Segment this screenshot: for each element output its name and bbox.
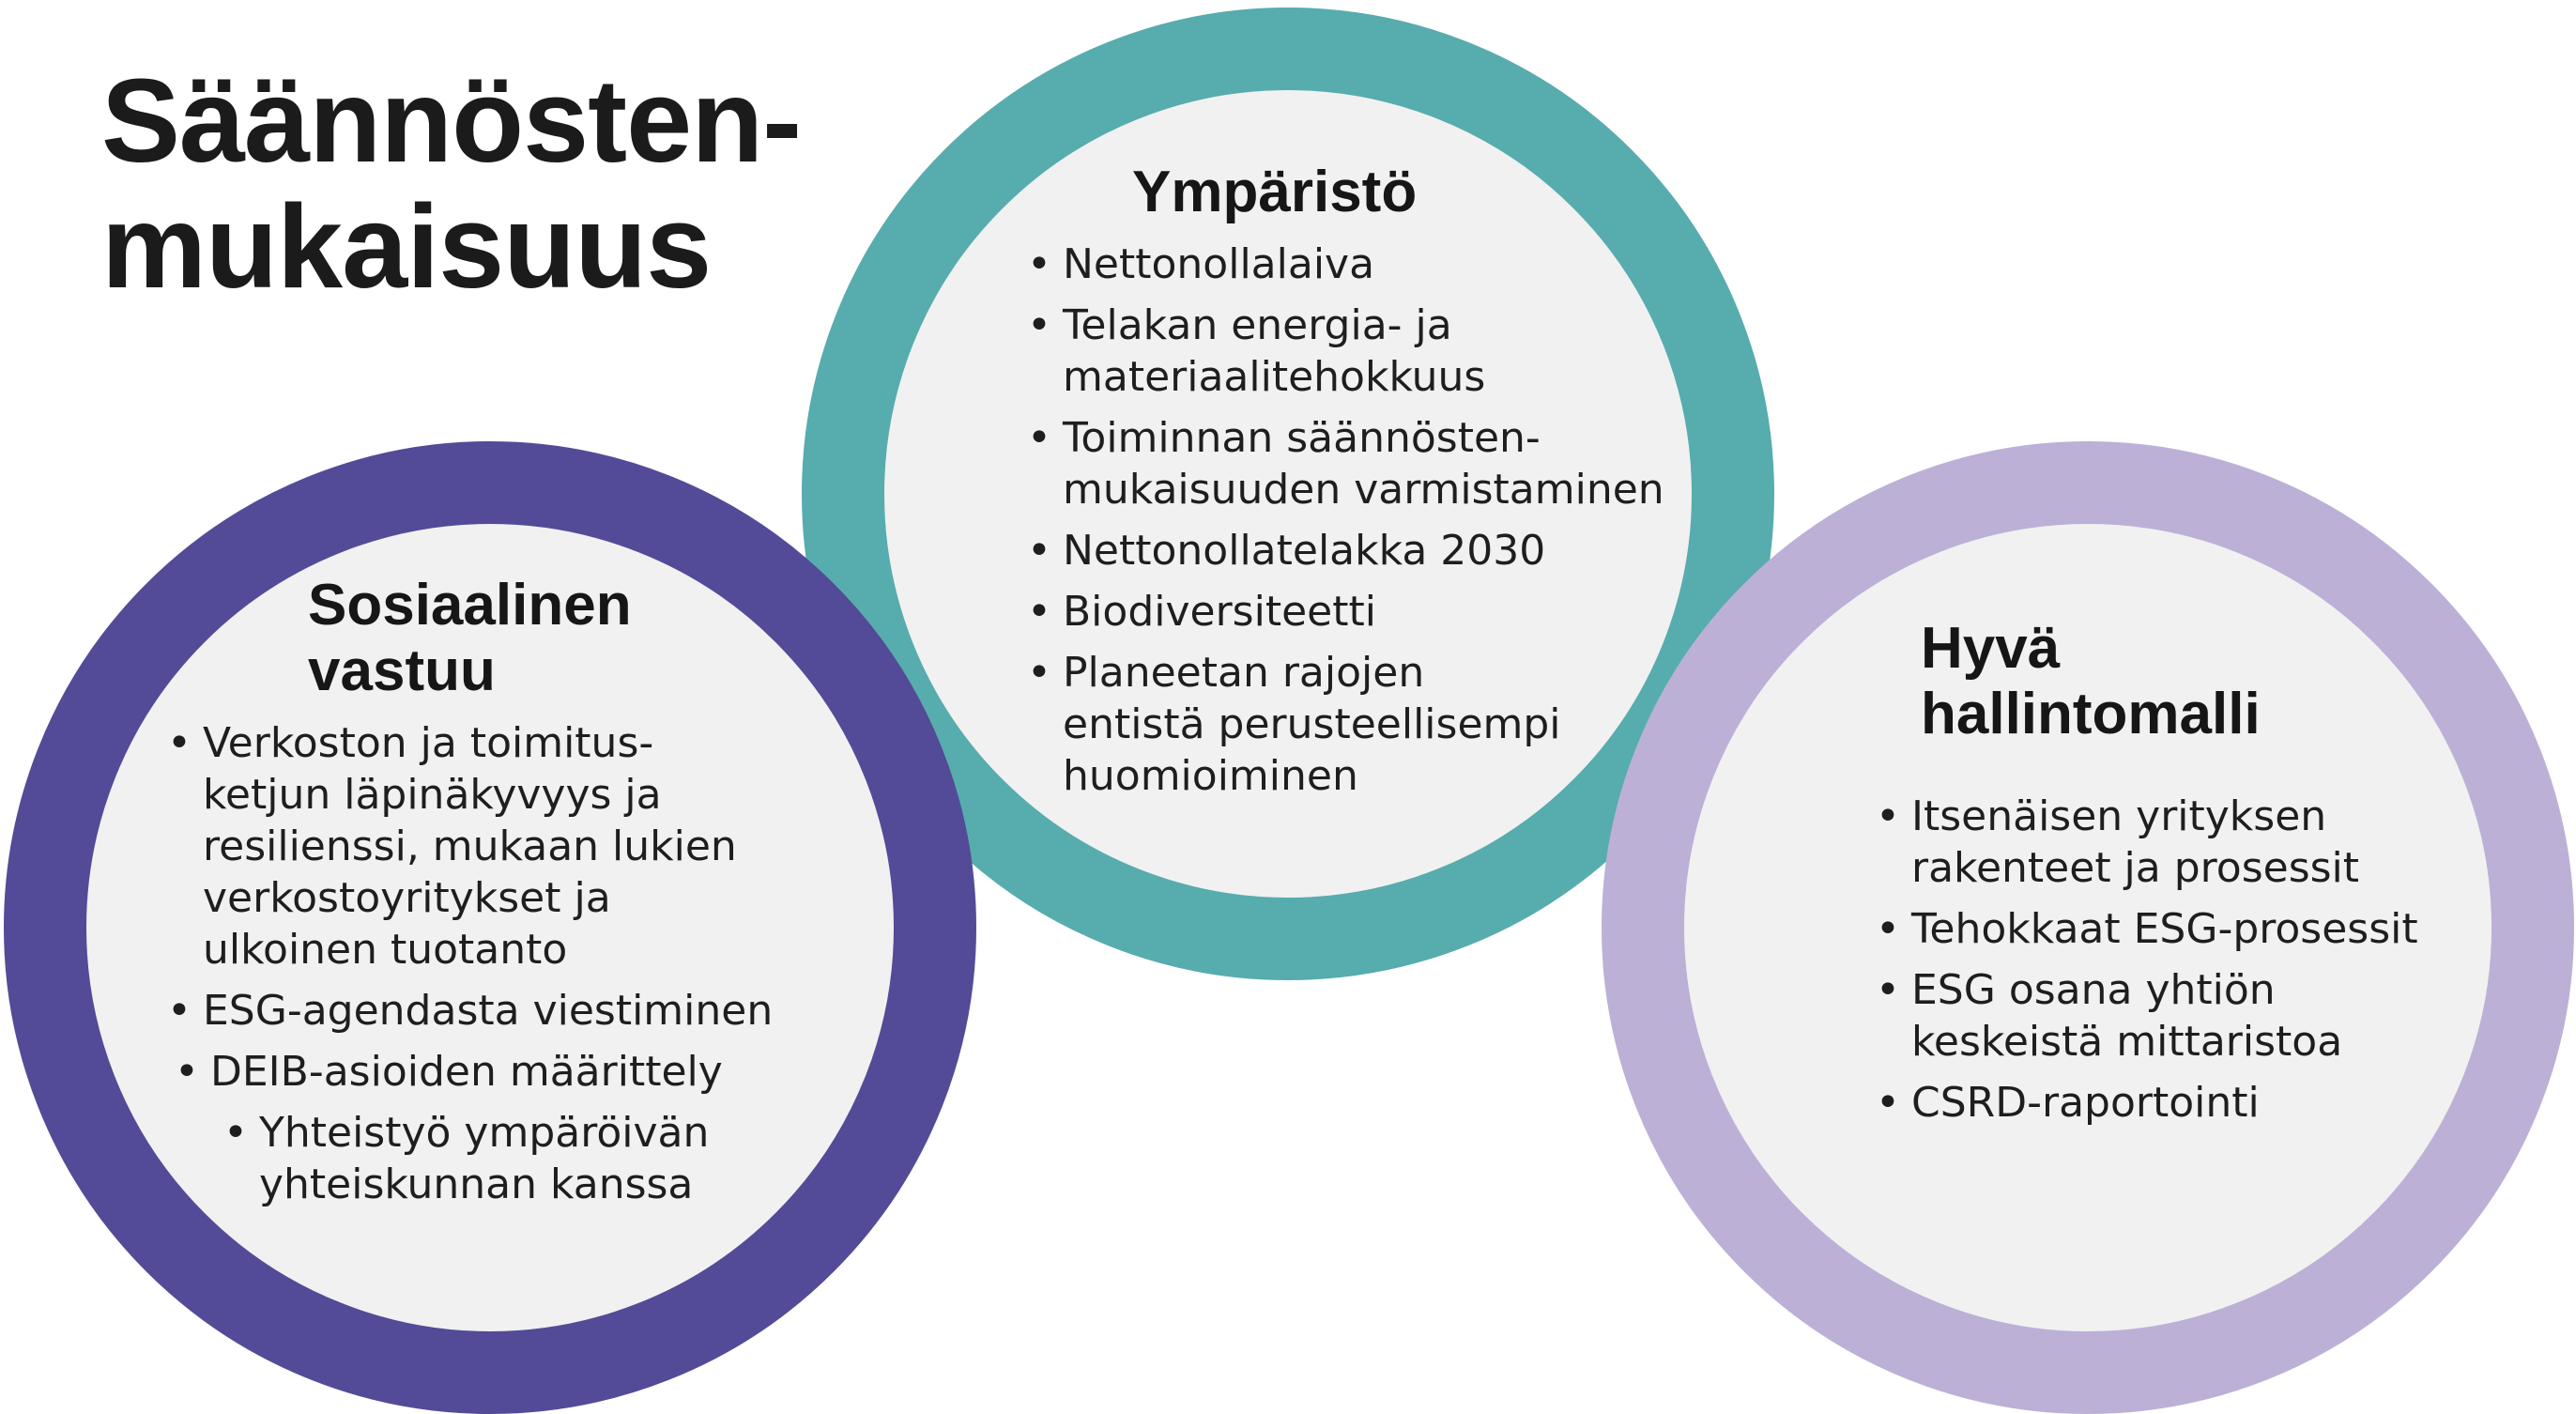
- list-item-line: Yhteistyö ympäröivän: [259, 1109, 710, 1157]
- list-item-line: ketjun läpinäkyvyys ja: [203, 771, 662, 819]
- list-item-line: rakenteet ja prosessit: [1911, 844, 2360, 892]
- governance-list: Itsenäisen yrityksen rakenteet ja proses…: [1876, 791, 2418, 1129]
- list-item-line: Nettonollatelakka 2030: [1063, 527, 1546, 575]
- list-item: CSRD-raportointi: [1876, 1077, 2418, 1129]
- environment-list: Nettonollalaiva Telakan energia- ja mate…: [1027, 238, 1664, 802]
- social-heading-line-2: vastuu: [308, 638, 496, 703]
- list-item: Toiminnan säännösten- mukaisuuden varmis…: [1027, 412, 1664, 515]
- list-item-line: Nettonollalaiva: [1063, 240, 1375, 288]
- list-item-line: yhteiskunnan kanssa: [259, 1160, 694, 1208]
- list-item-line: ulkoinen tuotanto: [203, 926, 568, 974]
- list-item-line: ESG-agendasta viestiminen: [203, 987, 774, 1035]
- governance-heading: Hyvä hallintomalli: [1921, 616, 2418, 747]
- social-section: Sosiaalinen vastuu Verkoston ja toimitus…: [167, 573, 773, 1220]
- title-line-2: mukaisuus: [101, 180, 712, 313]
- list-item-line: keskeistä mittaristoa: [1911, 1018, 2343, 1066]
- list-item-line: materiaalitehokkuus: [1063, 353, 1486, 401]
- list-item-line: Biodiversiteetti: [1063, 588, 1376, 636]
- list-item: Nettonollalaiva: [1027, 238, 1664, 290]
- list-item-line: Toiminnan säännösten-: [1063, 414, 1541, 462]
- list-item-line: Verkoston ja toimitus-: [203, 719, 654, 767]
- list-item-line: DEIB-asioiden määrittely: [210, 1048, 723, 1096]
- social-heading-line-1: Sosiaalinen: [308, 573, 632, 638]
- list-item-line: entistä perusteellisempi: [1063, 700, 1561, 748]
- list-item: Itsenäisen yrityksen rakenteet ja proses…: [1876, 791, 2418, 894]
- governance-section: Hyvä hallintomalli Itsenäisen yrityksen …: [1876, 616, 2418, 1138]
- title-line-1: Säännösten-: [101, 54, 802, 187]
- list-item: Planeetan rajojen entistä perusteellisem…: [1027, 647, 1664, 802]
- list-item: Telakan energia- ja materiaalitehokkuus: [1027, 300, 1664, 403]
- environment-section: Ympäristö Nettonollalaiva Telakan energi…: [1027, 160, 1664, 811]
- social-heading: Sosiaalinen vastuu: [308, 573, 773, 704]
- page-title: Säännösten- mukaisuus: [101, 54, 802, 313]
- list-item: DEIB-asioiden määrittely: [175, 1046, 773, 1098]
- list-item-line: ESG osana yhtiön: [1911, 966, 2276, 1014]
- list-item-line: Itsenäisen yrityksen: [1911, 792, 2327, 840]
- list-item-line: Planeetan rajojen: [1063, 649, 1425, 697]
- list-item-line: Tehokkaat ESG-prosessit: [1911, 905, 2418, 953]
- governance-heading-line-2: hallintomalli: [1921, 682, 2261, 746]
- list-item-line: huomioiminen: [1063, 752, 1358, 800]
- list-item-line: verkostoyritykset ja: [203, 874, 611, 922]
- governance-heading-line-1: Hyvä: [1921, 616, 2061, 681]
- list-item: Nettonollatelakka 2030: [1027, 525, 1664, 576]
- social-list: Verkoston ja toimitus- ketjun läpinäkyvy…: [167, 717, 773, 1210]
- list-item-line: CSRD-raportointi: [1911, 1079, 2260, 1127]
- list-item-line: Telakan energia- ja: [1063, 301, 1452, 349]
- list-item: Biodiversiteetti: [1027, 586, 1664, 638]
- list-item: Tehokkaat ESG-prosessit: [1876, 903, 2418, 955]
- environment-heading: Ympäristö: [1132, 160, 1418, 224]
- list-item: Yhteistyö ympäröivän yhteiskunnan kanssa: [223, 1107, 773, 1210]
- list-item: ESG osana yhtiön keskeistä mittaristoa: [1876, 964, 2418, 1068]
- list-item: Verkoston ja toimitus- ketjun läpinäkyvy…: [167, 717, 773, 976]
- list-item-line: resilienssi, mukaan lukien: [203, 822, 737, 870]
- list-item-line: mukaisuuden varmistaminen: [1063, 466, 1664, 514]
- list-item: ESG-agendasta viestiminen: [167, 985, 773, 1037]
